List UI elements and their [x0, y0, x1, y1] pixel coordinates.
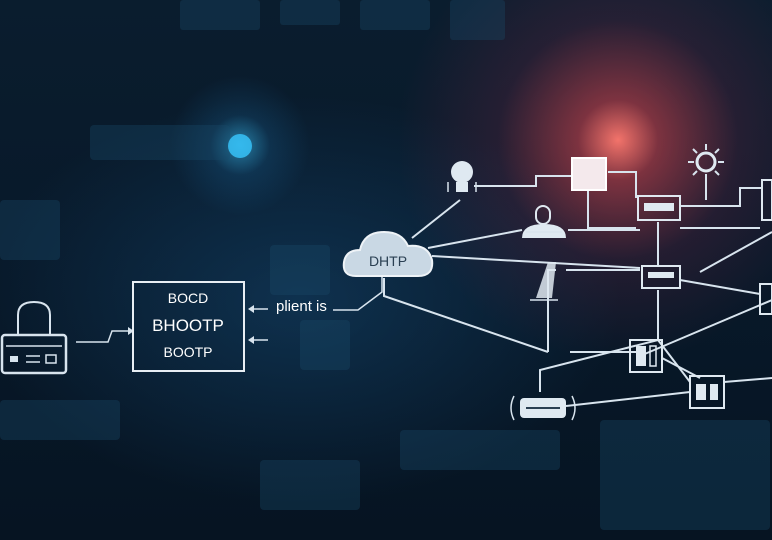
bootp-box [132, 281, 245, 372]
mobile-device-icon [530, 262, 558, 301]
gear-icon [688, 144, 724, 180]
cloud-label: DHTP [369, 253, 407, 269]
terminal-to-box-arrow [76, 327, 134, 343]
box-label-1: BOCD [168, 290, 208, 306]
router-icon [522, 205, 566, 238]
client-arrows [248, 305, 268, 344]
client-label: plient is [276, 298, 327, 315]
storage-icon [689, 375, 725, 409]
network-connections [383, 171, 772, 407]
server-rack-icon [629, 339, 663, 373]
switch-icon [571, 157, 607, 191]
box-label-3: BOOTP [163, 344, 212, 360]
cloud-icon [342, 230, 434, 277]
client-to-cloud-line [333, 276, 383, 311]
server-icon [637, 195, 681, 221]
monitor-icon [759, 283, 772, 315]
background-circuitry [0, 0, 770, 530]
glow-dot [228, 134, 252, 158]
hub-icon [761, 179, 772, 221]
box-label-2: BHOOTP [152, 316, 224, 335]
lightbulb-icon [447, 161, 477, 192]
computer-terminal-icon [0, 300, 68, 375]
network-adapter-icon [510, 395, 576, 421]
network-card-icon [641, 265, 681, 289]
